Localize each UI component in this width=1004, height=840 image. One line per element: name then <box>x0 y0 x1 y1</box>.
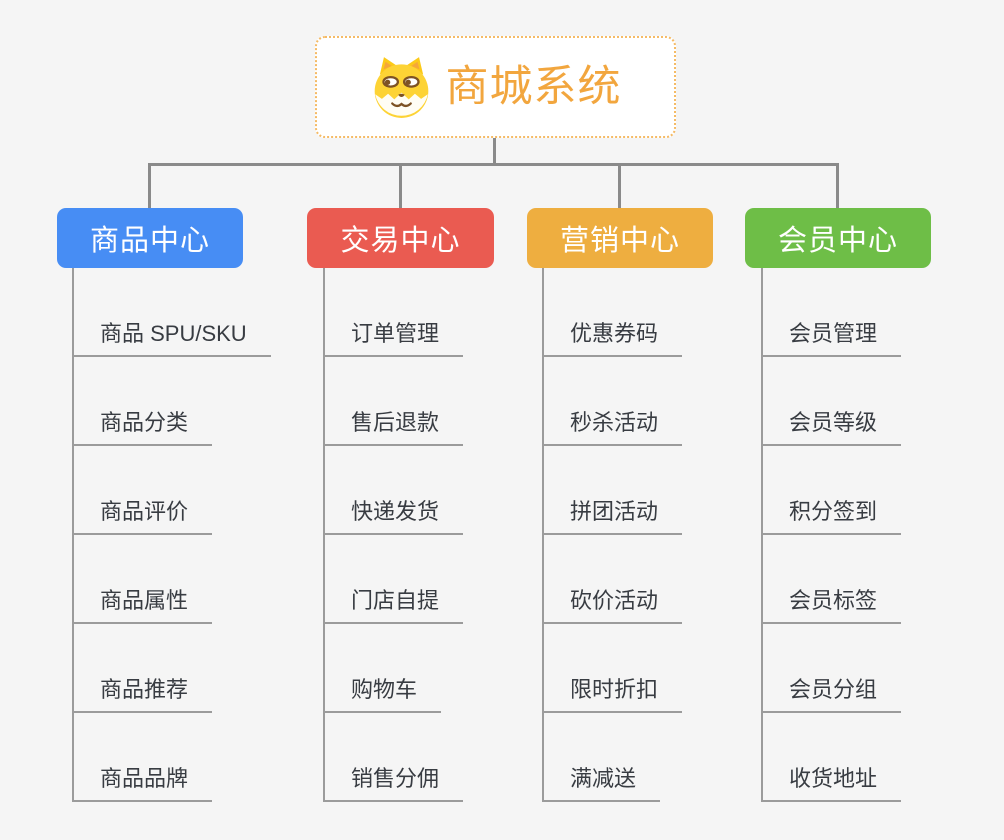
root-title: 商城系统 <box>445 63 622 111</box>
trunk-line-trade <box>323 268 325 802</box>
trunk-line-product <box>72 268 74 802</box>
leaf-item[interactable]: 商品评价 <box>72 498 213 535</box>
branch-marketing-center[interactable]: 营销中心 <box>527 208 713 268</box>
leaf-item[interactable]: 售后退款 <box>323 409 464 446</box>
branch-label: 交易中心 <box>340 225 461 257</box>
leaf-item[interactable]: 限时折扣 <box>542 676 683 713</box>
leaf-item[interactable]: 商品 SPU/SKU <box>72 320 271 357</box>
leaf-item[interactable]: 订单管理 <box>323 320 464 357</box>
branch-label: 营销中心 <box>559 225 680 257</box>
leaf-item[interactable]: 积分签到 <box>761 498 902 535</box>
leaf-item[interactable]: 拼团活动 <box>542 498 683 535</box>
shiba-dog-icon <box>374 57 428 118</box>
drop-line-member <box>836 163 839 209</box>
branch-trade-center[interactable]: 交易中心 <box>307 208 494 268</box>
branch-bus-line <box>148 163 839 166</box>
leaf-item[interactable]: 商品分类 <box>72 409 213 446</box>
root-stub-line <box>493 138 496 165</box>
leaf-item[interactable]: 门店自提 <box>323 587 464 624</box>
branch-product-center[interactable]: 商品中心 <box>57 208 243 268</box>
trunk-line-marketing <box>542 268 544 802</box>
leaf-item[interactable]: 优惠券码 <box>542 320 683 357</box>
leaf-item[interactable]: 商品品牌 <box>72 765 213 802</box>
drop-line-marketing <box>618 163 621 209</box>
leaf-item[interactable]: 商品属性 <box>72 587 213 624</box>
trunk-line-member <box>761 268 763 802</box>
root-node[interactable]: 商城系统 <box>315 36 676 138</box>
branch-label: 会员中心 <box>777 225 898 257</box>
leaf-item[interactable]: 商品推荐 <box>72 676 213 713</box>
leaf-item[interactable]: 快递发货 <box>323 498 464 535</box>
branch-label: 商品中心 <box>89 225 210 257</box>
leaf-item[interactable]: 秒杀活动 <box>542 409 683 446</box>
leaf-item[interactable]: 满减送 <box>542 765 661 802</box>
leaf-item[interactable]: 会员等级 <box>761 409 902 446</box>
drop-line-trade <box>399 163 402 209</box>
leaf-item[interactable]: 购物车 <box>323 676 442 713</box>
leaf-item[interactable]: 会员分组 <box>761 676 902 713</box>
branch-member-center[interactable]: 会员中心 <box>745 208 931 268</box>
leaf-item[interactable]: 砍价活动 <box>542 587 683 624</box>
leaf-item[interactable]: 销售分佣 <box>323 765 464 802</box>
leaf-item[interactable]: 会员管理 <box>761 320 902 357</box>
drop-line-product <box>148 163 151 209</box>
leaf-item[interactable]: 收货地址 <box>761 765 902 802</box>
leaf-item[interactable]: 会员标签 <box>761 587 902 624</box>
